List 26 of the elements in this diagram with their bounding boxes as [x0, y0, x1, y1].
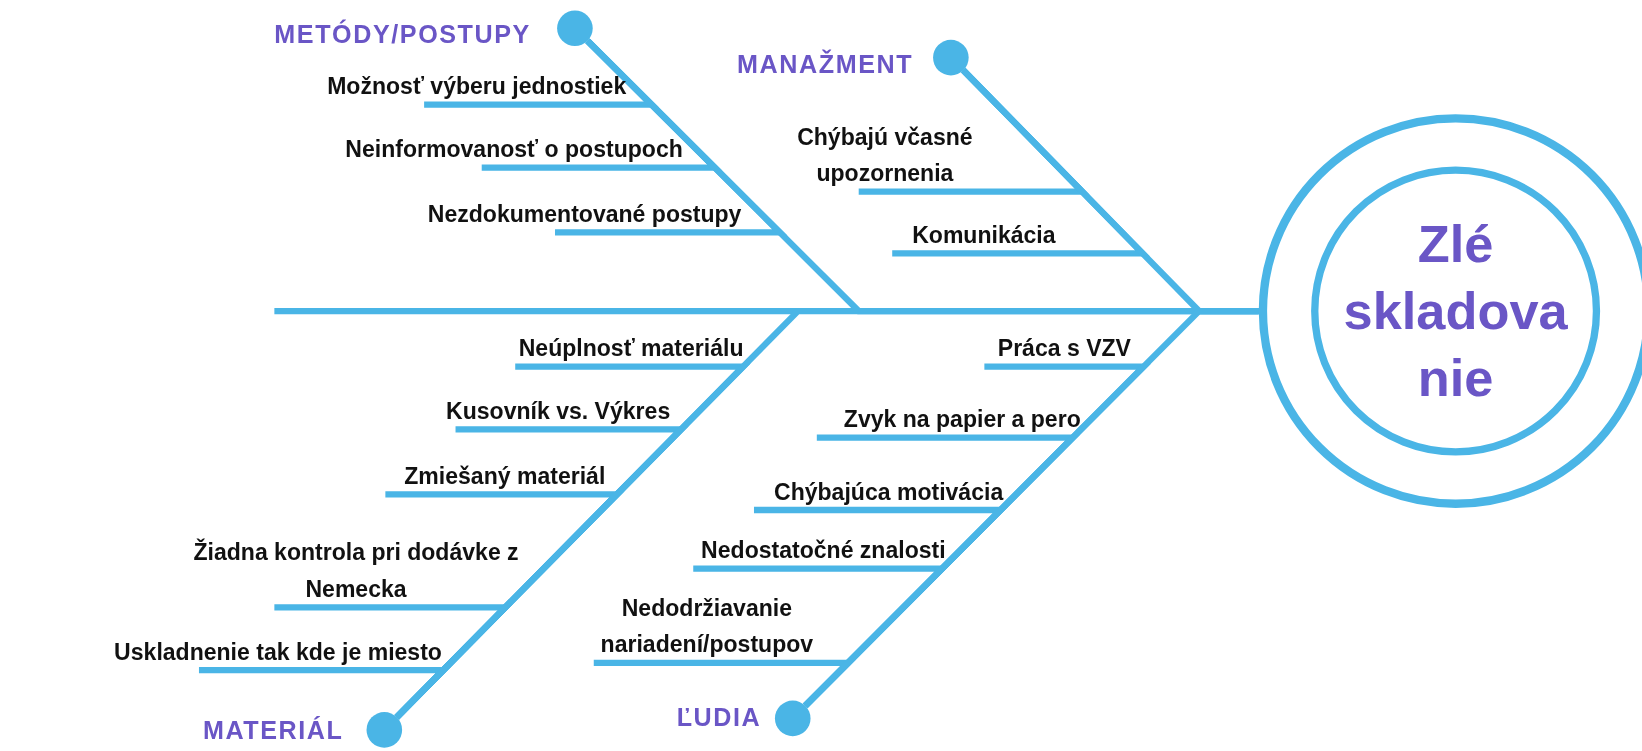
cause-text: Kusovník vs. Výkres	[356, 392, 671, 430]
cause-text: Zvyk na papier a pero	[745, 401, 1081, 438]
effect-text: Zlé skladovanie	[1342, 213, 1569, 410]
bone-end-dot	[366, 712, 403, 748]
cause-text: Nezdokumentované postupy	[291, 195, 742, 233]
cause-text: Zmiešaný materiál	[291, 457, 606, 495]
cause-text: Neúplnosť materiálu	[408, 329, 744, 367]
cause-text: Neinformovanosť o postupoch	[190, 130, 683, 168]
cause-text: Chýbajúca motivácia	[668, 473, 1004, 510]
fishbone-bone	[803, 307, 1259, 709]
category-label: ĽUDIA	[676, 702, 762, 732]
cause-text: Nedostatočné znalosti	[547, 532, 946, 569]
bone-end-dot	[774, 700, 811, 737]
bone-end-dot	[557, 10, 593, 47]
cause-text: Žiadna kontrola pri dodávke z Nemecka	[167, 534, 545, 608]
cause-text: Uskladnenie tak kde je miesto	[2, 633, 442, 671]
category-label: MANAŽMENT	[737, 50, 914, 80]
category-label: MATERIÁL	[202, 716, 344, 746]
cause-text: Možnosť výberu jednostiek	[134, 68, 627, 105]
cause-text: Práca s VZV	[973, 329, 1131, 367]
cause-text: Chýbajú včasné upozornenia	[743, 118, 1027, 192]
effect-circle	[1258, 114, 1642, 508]
cause-text: Nedodržiavanie nariadení/postupov	[560, 589, 854, 663]
category-label: METÓDY/POSTUPY	[274, 19, 531, 50]
cause-text: Komunikácia	[846, 216, 1056, 254]
bone-end-dot	[933, 39, 969, 76]
